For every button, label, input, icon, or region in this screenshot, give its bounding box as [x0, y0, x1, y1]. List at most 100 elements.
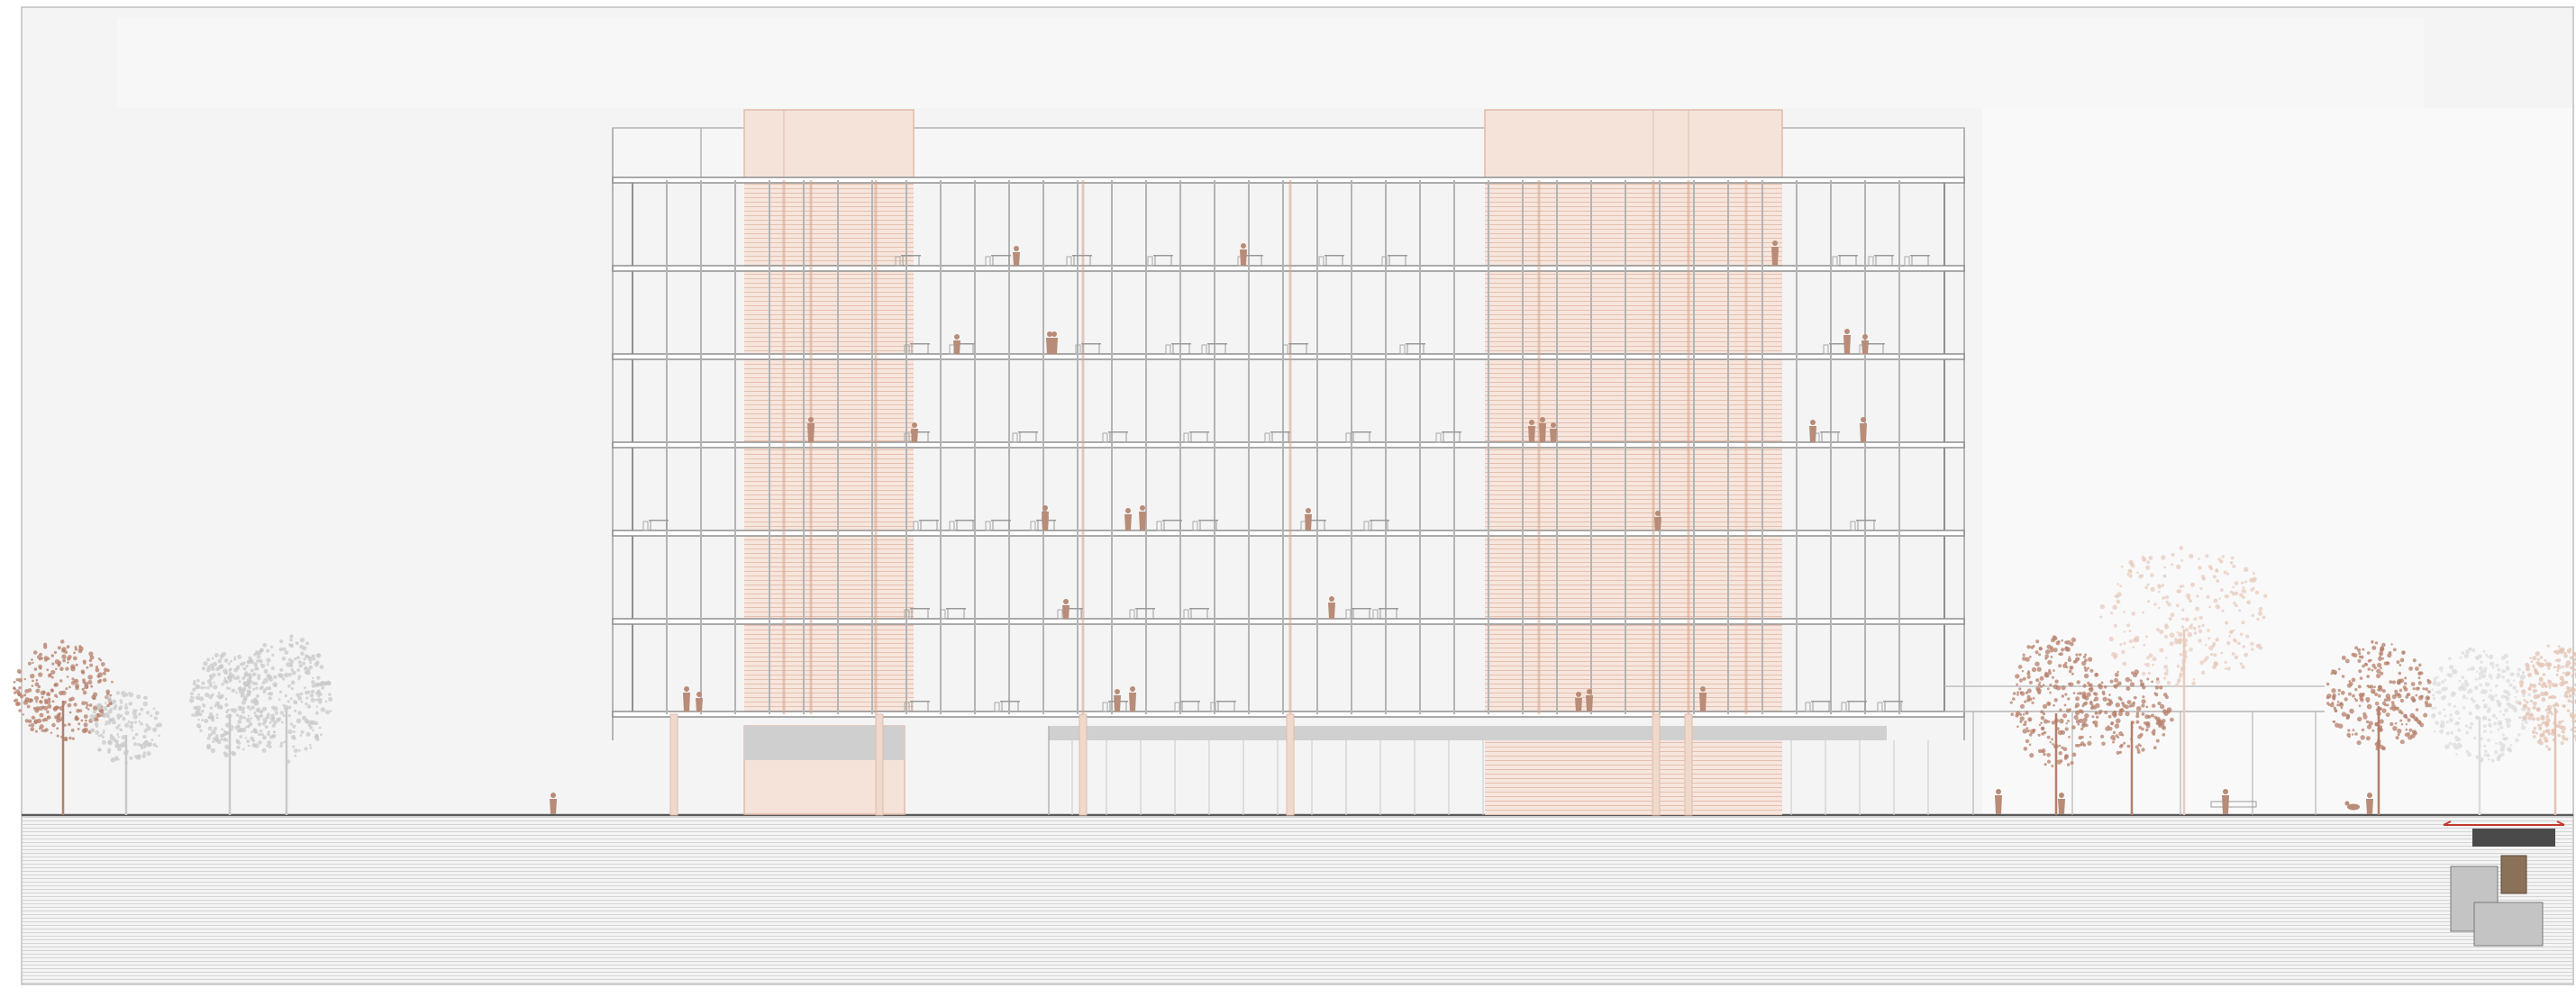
tree-leaf	[2250, 641, 2254, 646]
tree-leaf	[2023, 747, 2028, 751]
tree-leaf	[2048, 668, 2052, 673]
tree-leaf	[47, 703, 52, 709]
tree-leaf	[89, 728, 95, 733]
tree-leaf	[2494, 750, 2499, 755]
tree-leaf	[2542, 721, 2545, 725]
tree-leaf	[106, 703, 110, 708]
tree-leaf	[2176, 665, 2180, 668]
tree-leaf	[2063, 703, 2067, 707]
tree-leaf	[191, 713, 195, 717]
tree-leaf	[2077, 722, 2080, 726]
tree-leaf	[2462, 705, 2466, 710]
tree-leaf	[2419, 722, 2425, 728]
tree-leaf	[238, 680, 241, 684]
tree-leaf	[90, 684, 94, 688]
tree-leaf	[2207, 629, 2210, 632]
tree-leaf	[2184, 617, 2189, 622]
tree-leaf	[2351, 733, 2354, 736]
tree-leaf	[2028, 733, 2033, 737]
tree-leaf	[2116, 718, 2121, 724]
tree-leaf	[2509, 744, 2513, 747]
desk-11	[955, 343, 975, 345]
tree-leaf	[211, 693, 214, 697]
tree-leaf	[44, 658, 48, 662]
tree-leaf	[2241, 581, 2244, 585]
tree-leaf	[30, 727, 35, 732]
tree-leaf	[39, 712, 44, 718]
tree-leaf	[2412, 658, 2417, 663]
tree-leaf	[2438, 666, 2444, 671]
tree-leaf	[2551, 712, 2553, 716]
chair	[1183, 432, 1189, 443]
tree-leaf	[2399, 739, 2405, 745]
tree-leaf	[2067, 697, 2071, 701]
tree-leaf	[2391, 693, 2397, 700]
tree-leaf	[213, 684, 218, 690]
tree-leaf	[2512, 679, 2516, 682]
tree-leaf	[2059, 652, 2063, 657]
tree-leaf	[2481, 699, 2486, 702]
chair	[1282, 344, 1288, 355]
tree-leaf	[88, 651, 94, 657]
tree-leaf	[2041, 732, 2044, 736]
tree-leaf	[123, 705, 129, 710]
tree-leaf	[287, 714, 291, 718]
tree-leaf	[2478, 675, 2482, 680]
tree-leaf	[154, 711, 159, 716]
person-head	[2367, 793, 2372, 798]
tree-leaf	[2010, 712, 2014, 716]
tree-leaf	[2356, 740, 2362, 746]
tree-leaf	[2380, 666, 2383, 670]
tree-leaf	[2480, 675, 2484, 678]
tree-leaf	[2470, 721, 2474, 726]
tree-leaf	[2494, 693, 2498, 697]
tree-leaf	[199, 729, 203, 732]
tree-leaf	[256, 715, 260, 720]
desk-37	[910, 608, 930, 610]
tree-leaf	[2163, 634, 2169, 639]
tree-leaf	[89, 713, 95, 720]
tree-leaf	[2209, 652, 2214, 657]
tree-leaf	[246, 680, 250, 684]
tree-leaf	[2061, 639, 2063, 642]
tree-leaf	[2125, 712, 2130, 717]
tree-leaf	[210, 666, 215, 671]
tree-leaf	[259, 648, 263, 652]
tree-leaf	[2354, 699, 2358, 702]
tree-leaf	[2238, 609, 2242, 612]
person-23	[683, 686, 690, 712]
tree-leaf	[255, 700, 259, 703]
entrance-canopy	[1944, 685, 2325, 815]
tree-leaf	[63, 700, 67, 704]
tree-leaf	[2153, 692, 2157, 695]
person-16	[1124, 508, 1132, 530]
tree-leaf	[2025, 727, 2029, 730]
tree-leaf	[2470, 697, 2474, 702]
tree-leaf	[2520, 725, 2526, 730]
tree-leaf	[2080, 727, 2084, 730]
person-12	[1550, 422, 1557, 442]
tree-leaf	[2405, 723, 2408, 726]
tree-leaf	[2471, 648, 2476, 653]
person-head	[1655, 511, 1661, 516]
tree-leaf	[138, 720, 141, 723]
tree-leaf	[2573, 730, 2576, 733]
tree-leaf	[2405, 695, 2409, 699]
pilotis-column-5	[1684, 713, 1693, 816]
tree-leaf	[284, 709, 288, 713]
tree-leaf	[230, 674, 235, 679]
tree-leaf	[2179, 675, 2182, 678]
tree-leaf	[49, 673, 52, 676]
tree-leaf	[2125, 676, 2131, 683]
tree-leaf	[101, 739, 106, 745]
tree-leaf	[2147, 600, 2151, 603]
tree-leaf	[107, 740, 113, 746]
tree-leaf	[2372, 691, 2375, 694]
tree-leaf	[2399, 698, 2405, 703]
person-body	[2222, 795, 2229, 814]
person-head	[1130, 686, 1135, 692]
tree-leaf	[2187, 596, 2190, 600]
tree-leaf	[128, 702, 133, 706]
tree-leaf	[260, 732, 264, 737]
tree-leaf	[266, 648, 270, 653]
